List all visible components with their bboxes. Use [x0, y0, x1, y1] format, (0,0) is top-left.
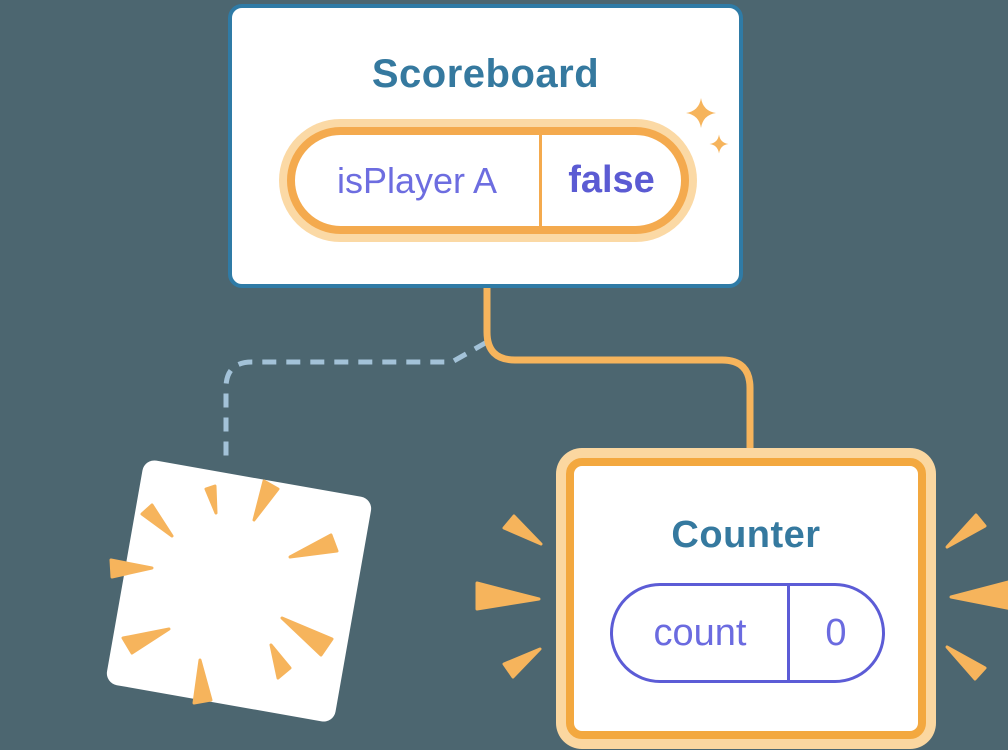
counter-component-card: Counter count 0 — [566, 458, 926, 739]
counter-state-pill: count 0 — [610, 583, 885, 683]
scoreboard-state-pill: isPlayer A false — [287, 127, 689, 234]
scoreboard-component-card: Scoreboard isPlayer A false — [228, 4, 743, 288]
state-value-label: 0 — [825, 611, 847, 654]
counter-title: Counter — [671, 514, 821, 556]
tree-connector-line — [483, 288, 754, 458]
scoreboard-title: Scoreboard — [371, 52, 600, 96]
state-value-label: false — [568, 159, 655, 201]
dashed-connector-line — [223, 339, 489, 461]
state-key-label: count — [613, 586, 790, 680]
state-key-label: isPlayer A — [295, 135, 542, 226]
